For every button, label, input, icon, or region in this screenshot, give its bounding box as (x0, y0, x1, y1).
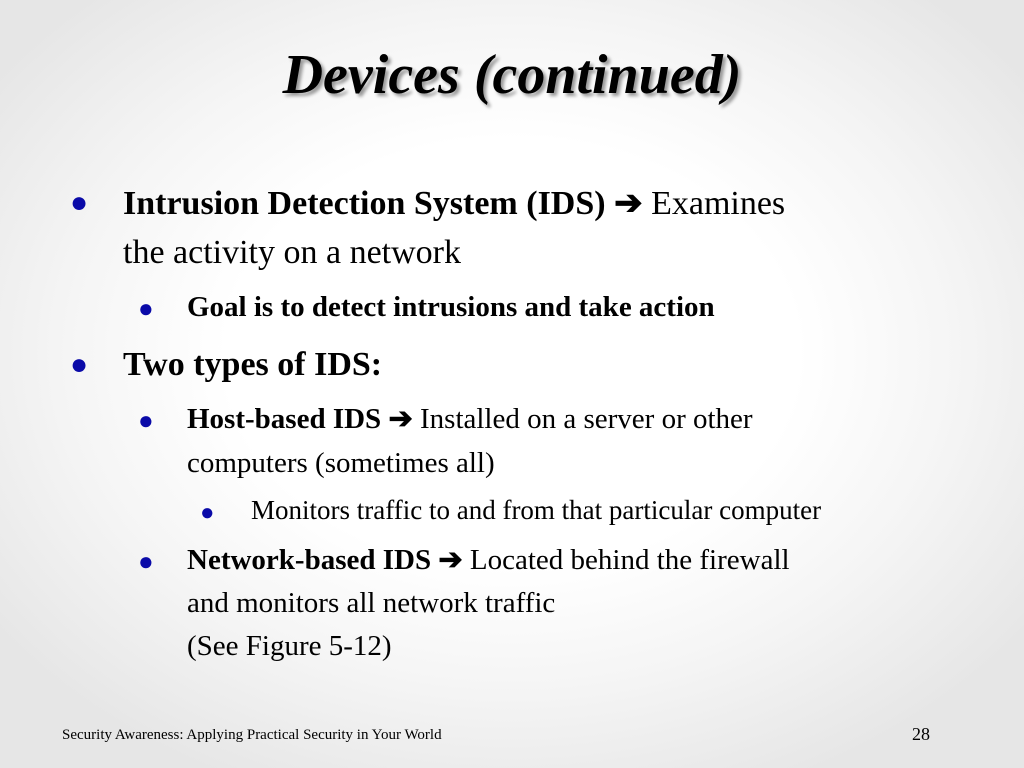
right-arrow-icon: ➔ (388, 403, 413, 435)
bullet-ids-term: Intrusion Detection System (IDS) (123, 185, 606, 222)
bullet-ids-definition: Examines (651, 185, 786, 222)
bullet-dot: ● (200, 500, 215, 526)
bullet-dot: ● (138, 406, 154, 435)
bullet-host-line1: Host-based IDS ➔ Installed on a server o… (187, 397, 987, 441)
slide-title: Devices (continued) (282, 44, 742, 106)
bullet-monitors: Monitors traffic to and from that partic… (251, 495, 822, 525)
bullet-goal: Goal is to detect intrusions and take ac… (187, 291, 715, 323)
right-arrow-icon: ➔ (614, 185, 643, 222)
bullet-network-line1: Network-based IDS ➔ Located behind the f… (187, 538, 987, 582)
bullet-host-definition: Installed on a server or other (420, 403, 753, 435)
bullet-dot: ● (138, 547, 154, 576)
bullet-host-line2: computers (sometimes all) (187, 447, 495, 479)
bullet-dot: ● (70, 348, 89, 381)
bullet-network-line3: (See Figure 5-12) (187, 630, 392, 662)
bullet-dot: ● (138, 294, 154, 323)
bullet-network-definition: Located behind the firewall (469, 544, 790, 576)
bullet-host-term: Host-based IDS (187, 403, 382, 435)
bullet-network-line2: and monitors all network traffic (187, 587, 556, 619)
bullet-two-types: Two types of IDS: (123, 346, 383, 383)
bullet-ids-line1: Intrusion Detection System (IDS) ➔ Exami… (123, 180, 943, 228)
bullet-network-term: Network-based IDS (187, 544, 432, 576)
bullet-ids-line2: the activity on a network (123, 234, 462, 271)
bullet-dot: ● (70, 186, 89, 219)
right-arrow-icon: ➔ (438, 544, 463, 576)
footer-course-title: Security Awareness: Applying Practical S… (62, 727, 442, 743)
slide-number: 28 (912, 724, 930, 744)
